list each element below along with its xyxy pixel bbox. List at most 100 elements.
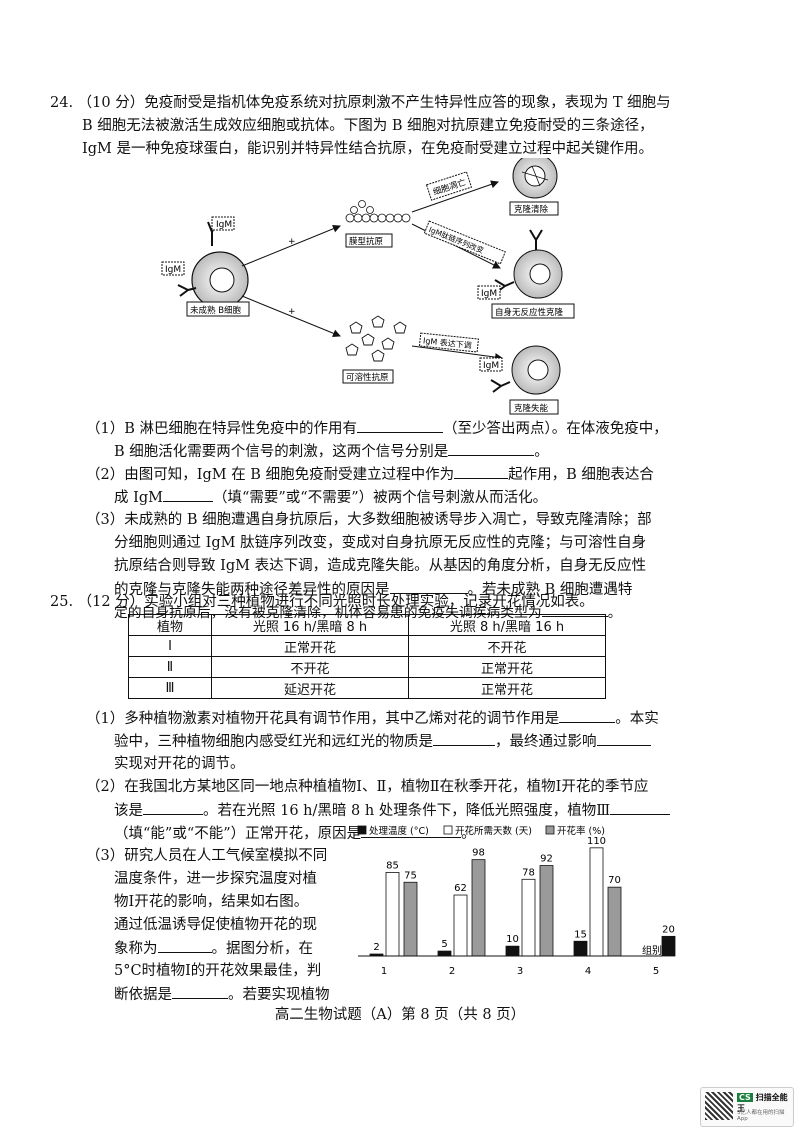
diagram-label-clonal-anergy: 克隆失能 bbox=[514, 403, 549, 414]
answer-blank[interactable] bbox=[162, 487, 213, 502]
q25-sub2-line1: （2）在我国北方某地区同一地点种植植物Ⅰ、Ⅱ，植物Ⅱ在秋季开花，植物Ⅰ开花的季节… bbox=[86, 779, 649, 795]
q25-sub2-line3: （填“能”或“不能”）正常开花，原因是。 bbox=[114, 823, 476, 844]
answer-blank[interactable] bbox=[610, 800, 671, 815]
q25-sub3-line4: 通过低温诱导促使植物开花的现 bbox=[114, 917, 317, 933]
q25-sub1-line1: （1）多种植物激素对植物开花具有调节作用，其中乙烯对花的调节作用是。本实 bbox=[86, 708, 659, 729]
data-label: 15 bbox=[574, 929, 587, 940]
data-label: 5 bbox=[441, 939, 447, 950]
q24-sub3-line3: 抗原结合则导致 IgM 表达下调，造成克隆失能。从基因的角度分析，自身无反应性 bbox=[114, 558, 647, 574]
data-label: 85 bbox=[386, 860, 399, 871]
data-label: 98 bbox=[472, 848, 485, 859]
bar bbox=[521, 878, 536, 957]
answer-blank[interactable] bbox=[143, 800, 203, 815]
data-label: 10 bbox=[506, 934, 519, 945]
q24-sub3-line4: 的克隆与克隆失能两种途径差异性的原因是。若未成熟 B 细胞遭遇特 bbox=[114, 579, 632, 600]
table-row: Ⅱ 不开花 正常开花 bbox=[128, 656, 606, 678]
x-tick-label: 2 bbox=[449, 966, 455, 977]
data-label: 78 bbox=[522, 867, 535, 878]
scanner-subtitle: 3亿人都在用的扫描App bbox=[737, 1110, 785, 1122]
table-cell: 正常开花 bbox=[211, 635, 409, 657]
q25-intro: 25. （12 分）实验小组对三种植物进行不同光照时长处理实验，记录开花情况如表… bbox=[50, 594, 594, 610]
table-cell: Ⅰ bbox=[128, 635, 212, 657]
diagram-label-immature-b: 未成熟 B细胞 bbox=[190, 305, 242, 316]
table-header-cell: 光照 16 h/黑暗 8 h bbox=[211, 614, 409, 636]
scanner-watermark: CS 扫描全能王 3亿人都在用的扫描App bbox=[700, 1087, 794, 1127]
q24-sub1-line2: B 细胞活化需要两个信号的刺激，这两个信号分别是。 bbox=[114, 441, 549, 462]
table-cell: Ⅱ bbox=[128, 656, 212, 678]
answer-blank[interactable] bbox=[448, 441, 535, 456]
answer-blank[interactable] bbox=[357, 418, 443, 433]
q24-sub1-line1: （1）B 淋巴细胞在特异性免疫中的作用有（至少答出两点）。在体液免疫中， bbox=[86, 418, 668, 439]
bar bbox=[403, 881, 418, 957]
legend-label: 开花所需天数 (天) bbox=[455, 825, 532, 837]
immune-tolerance-diagram: IgM IgM 未成熟 B细胞 + 膜型抗原 细胞凋亡 克隆清除 IgM肽链序列… bbox=[161, 158, 575, 415]
table-cell: 不开花 bbox=[408, 635, 606, 657]
answer-blank[interactable] bbox=[389, 579, 468, 594]
arrow-to-soluble-antigen bbox=[241, 295, 341, 338]
diagram-label-igm-left: IgM bbox=[165, 265, 181, 275]
table-header-cell: 光照 8 h/黑暗 16 h bbox=[408, 614, 606, 636]
table-header-row: 植物 光照 16 h/黑暗 8 h 光照 8 h/黑暗 16 h bbox=[128, 614, 606, 636]
answer-blank[interactable] bbox=[596, 731, 651, 746]
q25-sub3-line6: 5°C时植物Ⅰ的开花效果最佳，判 bbox=[114, 963, 322, 979]
answer-blank[interactable] bbox=[172, 984, 228, 999]
bar bbox=[607, 886, 622, 957]
q24-sub2-line2: 成 IgM（填“需要”或“不需要”）被两个信号刺激从而活化。 bbox=[114, 487, 547, 508]
q25-sub3-line2: 温度条件，进一步探究温度对植 bbox=[114, 871, 317, 887]
answer-blank[interactable] bbox=[433, 731, 495, 746]
arrow-to-membrane-antigen bbox=[241, 224, 341, 267]
q25-sub3-line3: 物Ⅰ开花的影响，结果如右图。 bbox=[114, 894, 309, 910]
table-cell: 不开花 bbox=[211, 656, 409, 678]
clonal-anergy-cell-icon bbox=[490, 345, 561, 395]
clonal-deletion-cell-icon bbox=[512, 158, 558, 199]
soluble-antigen-icon bbox=[345, 315, 407, 362]
x-tick-label: 1 bbox=[381, 966, 387, 977]
diagram-label-igm-top: IgM bbox=[216, 220, 232, 230]
answer-blank[interactable] bbox=[454, 464, 509, 479]
data-label: 92 bbox=[540, 854, 553, 865]
plus-sign-lower: + bbox=[288, 307, 296, 317]
data-label: 62 bbox=[454, 883, 467, 894]
legend-label: 处理温度 (°C) bbox=[369, 825, 429, 837]
legend-swatch bbox=[443, 825, 453, 835]
answer-blank[interactable] bbox=[361, 823, 462, 838]
q24-sub3-line1: （3）未成熟的 B 细胞遭遇自身抗原后，大多数细胞被诱导步入凋亡，导致克隆清除；… bbox=[86, 512, 652, 528]
x-tick-label: 3 bbox=[517, 966, 523, 977]
diagram-label-membrane-antigen: 膜型抗原 bbox=[349, 236, 383, 247]
data-label: 70 bbox=[608, 875, 621, 886]
x-tick-label: 5 bbox=[653, 966, 659, 977]
chart-bars bbox=[369, 847, 676, 957]
q24-sub3-line2: 分细胞则通过 IgM 肽链序列改变，变成对自身抗原无反应性的克隆；与可溶性自身 bbox=[114, 535, 647, 551]
table-row: Ⅲ 延迟开花 正常开花 bbox=[128, 677, 606, 699]
answer-blank[interactable] bbox=[157, 938, 212, 953]
arrow-to-igm-down bbox=[411, 345, 503, 362]
bar bbox=[385, 872, 400, 957]
q25-sub3-line1: （3）研究人员在人工气候室模拟不同 bbox=[86, 848, 328, 864]
chart-legend: 处理温度 (°C)开花所需天数 (天)开花率 (%) bbox=[357, 825, 605, 837]
bar bbox=[453, 894, 468, 957]
diagram-label-igm-right: IgM bbox=[481, 289, 497, 299]
anergic-clone-cell-icon bbox=[494, 229, 563, 299]
legend-swatch bbox=[357, 825, 367, 835]
bar bbox=[661, 935, 676, 957]
legend-swatch bbox=[545, 825, 555, 835]
temperature-flowering-chart: 处理温度 (°C)开花所需天数 (天)开花率 (%) 2857556298107… bbox=[357, 825, 676, 977]
bar bbox=[471, 859, 486, 957]
membrane-antigen-icon bbox=[345, 200, 411, 223]
table-cell: Ⅲ bbox=[128, 677, 212, 699]
data-label: 2 bbox=[373, 942, 379, 953]
chart-x-ticks: 1 2 3 4 5 bbox=[381, 966, 659, 977]
table-header-cell: 植物 bbox=[128, 614, 212, 636]
x-tick-label: 4 bbox=[585, 966, 591, 977]
q25-sub3-line5: 象称为。据图分析，在 bbox=[114, 938, 313, 959]
data-label: 75 bbox=[404, 870, 417, 881]
chart-x-axis-label: 组别 bbox=[642, 944, 662, 957]
table-row: Ⅰ 正常开花 不开花 bbox=[128, 635, 606, 657]
bar bbox=[573, 940, 588, 957]
q24-sub2-line1: （2）由图可知，IgM 在 B 细胞免疫耐受建立过程中作为起作用，B 细胞表达合 bbox=[86, 464, 654, 485]
table-cell: 延迟开花 bbox=[211, 677, 409, 699]
answer-blank[interactable] bbox=[559, 708, 616, 723]
q24-intro-line3: IgM 是一种免疫球蛋白，能识别并特异性结合抗原，在免疫耐受建立过程中起关键作用… bbox=[82, 141, 653, 157]
immature-b-cell-icon bbox=[177, 221, 249, 309]
